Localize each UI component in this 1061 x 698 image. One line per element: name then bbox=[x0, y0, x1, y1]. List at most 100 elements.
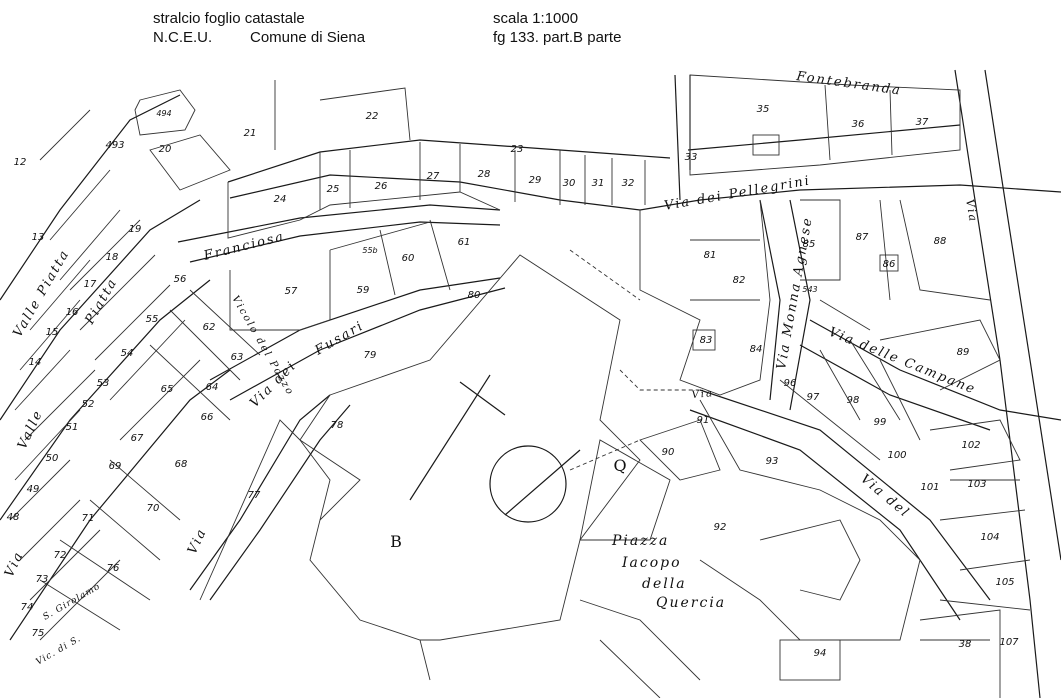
parcel-label: 72 bbox=[54, 550, 67, 561]
parcel-label: 78 bbox=[331, 420, 344, 431]
street-fontebranda: Fontebranda bbox=[794, 69, 902, 99]
parcel-label: 15 bbox=[46, 327, 59, 338]
parcel-label: 85 bbox=[803, 239, 816, 250]
parcel-label: 54 bbox=[121, 348, 134, 359]
header-title: stralcio foglio catastale bbox=[153, 10, 305, 27]
parcel-label: 87 bbox=[856, 232, 869, 243]
parcel-label: 37 bbox=[916, 117, 929, 128]
parcel-label: 12 bbox=[14, 157, 27, 168]
parcel-label: 26 bbox=[375, 181, 388, 192]
parcel-label: 56 bbox=[174, 274, 187, 285]
parcel-label: 51 bbox=[66, 422, 79, 433]
parcel-label: 74 bbox=[21, 602, 34, 613]
parcel-label: 69 bbox=[109, 461, 122, 472]
parcel-label: 86 bbox=[883, 259, 896, 270]
parcel-label: 18 bbox=[106, 252, 119, 263]
parcel-label: 19 bbox=[129, 224, 142, 235]
parcel-label: 98 bbox=[847, 395, 860, 406]
parcel-label: 103 bbox=[967, 479, 986, 490]
parcel-label: 21 bbox=[244, 128, 257, 139]
parcel-label: 65 bbox=[161, 384, 174, 395]
parcel-label: 29 bbox=[529, 175, 542, 186]
parcel-label: 35 bbox=[757, 104, 770, 115]
parcel-label: 70 bbox=[147, 503, 160, 514]
header-sheet: fg 133. part.B parte bbox=[493, 29, 622, 46]
parcel-label: 82 bbox=[733, 275, 746, 286]
parcel-label: 94 bbox=[814, 648, 827, 659]
parcel-label: 543 bbox=[802, 285, 817, 294]
parcel-label: 102 bbox=[961, 440, 980, 451]
piazza-line2: Iacopo bbox=[621, 555, 682, 571]
street-via-lower: Via bbox=[185, 526, 210, 557]
parcel-label: 31 bbox=[592, 178, 605, 189]
parcel-label: 83 bbox=[700, 335, 713, 346]
parcel-label: 105 bbox=[995, 577, 1014, 588]
street-lines bbox=[0, 69, 1061, 698]
parcel-label: 80 bbox=[468, 290, 481, 301]
parcel-numbers: 12 13 14 15 16 17 18 19 20 21 22 23 24 2… bbox=[7, 104, 1020, 659]
parcel-label: 90 bbox=[662, 447, 675, 458]
parcel-label: 22 bbox=[366, 111, 379, 122]
piazza-line4: Quercia bbox=[656, 595, 726, 611]
parcel-label: 53 bbox=[97, 378, 110, 389]
parcel-label: 100 bbox=[887, 450, 906, 461]
parcel-label: 14 bbox=[29, 357, 42, 368]
parcel-label: 62 bbox=[203, 322, 216, 333]
parcel-label: 91 bbox=[697, 415, 710, 426]
parcel-label: 48 bbox=[7, 512, 20, 523]
parcel-label: 88 bbox=[934, 236, 947, 247]
parcel-label: 24 bbox=[274, 194, 287, 205]
header-registry: N.C.E.U. bbox=[153, 29, 213, 46]
parcel-q-label: Q bbox=[613, 456, 626, 475]
street-via-vertical: Via bbox=[963, 198, 980, 224]
street-via-del: Via del bbox=[857, 472, 912, 522]
parcel-label: 89 bbox=[957, 347, 970, 358]
parcel-label: 93 bbox=[766, 456, 779, 467]
parcel-label: 73 bbox=[36, 574, 49, 585]
street-fusari: Fusari bbox=[312, 318, 367, 359]
parcel-label: 30 bbox=[563, 178, 576, 189]
parcel-label: 84 bbox=[750, 344, 763, 355]
parcel-label: 81 bbox=[704, 250, 717, 261]
parcel-label: 71 bbox=[82, 513, 95, 524]
parcel-label: 97 bbox=[807, 392, 820, 403]
parcel-label: 96 bbox=[784, 378, 797, 389]
parcel-label: 79 bbox=[364, 350, 377, 361]
parcel-label: 27 bbox=[427, 171, 440, 182]
parcel-b-label: B bbox=[390, 532, 402, 551]
parcel-label: 92 bbox=[714, 522, 727, 533]
parcel-label: 107 bbox=[999, 637, 1019, 648]
parcel-boundaries bbox=[9, 74, 1031, 698]
parcel-label: 99 bbox=[874, 417, 887, 428]
parcel-label: 68 bbox=[175, 459, 188, 470]
street-s-girolamo: S. Girolamo bbox=[42, 582, 103, 623]
street-via-dei-pellegrini: Via dei Pellegrini bbox=[663, 173, 812, 214]
parcel-label: 493 bbox=[105, 140, 124, 151]
parcel-label: 36 bbox=[852, 119, 865, 130]
parcel-label: 66 bbox=[201, 412, 214, 423]
cathedral-symbol bbox=[409, 374, 581, 523]
parcel-label: 57 bbox=[285, 286, 298, 297]
parcel-label: 60 bbox=[402, 253, 415, 264]
parcel-label: 28 bbox=[478, 169, 491, 180]
parcel-label: 55b bbox=[362, 246, 377, 255]
parcel-label: 67 bbox=[131, 433, 144, 444]
parcel-label: 64 bbox=[206, 382, 219, 393]
piazza-line1: Piazza bbox=[611, 533, 669, 549]
parcel-label: 75 bbox=[32, 628, 45, 639]
parcel-label: 13 bbox=[32, 232, 45, 243]
parcel-label: 77 bbox=[248, 490, 261, 501]
parcel-label: 104 bbox=[980, 532, 999, 543]
parcel-label: 20 bbox=[159, 144, 172, 155]
parcel-label: 76 bbox=[107, 563, 120, 574]
parcel-label: 494 bbox=[156, 109, 171, 118]
parcel-label: 32 bbox=[622, 178, 635, 189]
parcel-label: 52 bbox=[82, 399, 95, 410]
parcel-label: 63 bbox=[231, 352, 244, 363]
parcel-label: 38 bbox=[959, 639, 972, 650]
parcel-label: 16 bbox=[66, 307, 79, 318]
map-header: stralcio foglio catastale N.C.E.U. Comun… bbox=[0, 0, 1061, 60]
parcel-label: 59 bbox=[357, 285, 370, 296]
parcel-label: 55 bbox=[146, 314, 159, 325]
